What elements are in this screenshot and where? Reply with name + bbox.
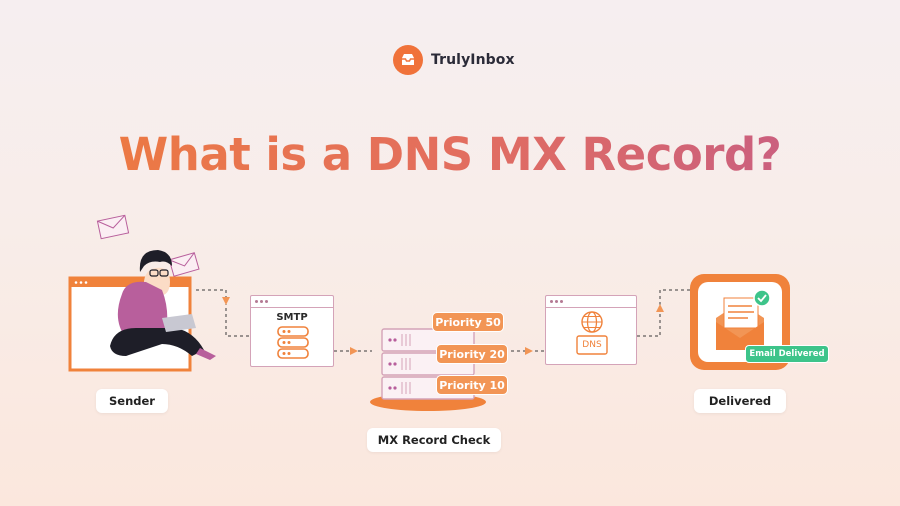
sender-label: Sender bbox=[96, 389, 168, 413]
mx-record-check-label: MX Record Check bbox=[367, 428, 501, 452]
smtp-label: SMTP bbox=[276, 312, 308, 323]
sender-person-icon bbox=[110, 250, 216, 360]
priority-badge: Priority 20 bbox=[436, 344, 508, 364]
arrowhead-right bbox=[525, 347, 533, 355]
arrowhead-right bbox=[350, 347, 358, 355]
connector-dns-delivered bbox=[637, 289, 690, 337]
delivered-label: Delivered bbox=[694, 389, 786, 413]
dns-globe-icon bbox=[576, 311, 608, 355]
sender-illustration bbox=[68, 214, 216, 372]
arrowhead-up bbox=[656, 304, 664, 312]
email-delivered-badge: Email Delivered bbox=[745, 345, 829, 363]
smtp-window: SMTP bbox=[250, 295, 334, 367]
arrowhead-down bbox=[222, 297, 230, 305]
dns-label: DNS bbox=[582, 340, 602, 350]
priority-badge: Priority 10 bbox=[436, 375, 508, 395]
server-icon bbox=[277, 326, 309, 359]
brand-name: TrulyInbox bbox=[431, 52, 515, 68]
priority-badge: Priority 50 bbox=[432, 312, 504, 332]
brand: TrulyInbox bbox=[393, 44, 515, 76]
envelope-icon bbox=[96, 214, 200, 277]
inbox-tray-icon bbox=[393, 45, 423, 75]
delivered-mail-illustration bbox=[690, 274, 790, 370]
dns-window: DNS bbox=[545, 295, 637, 365]
page-title: What is a DNS MX Record? bbox=[0, 128, 900, 181]
check-icon bbox=[753, 289, 771, 307]
connector-sender-smtp bbox=[196, 289, 250, 337]
